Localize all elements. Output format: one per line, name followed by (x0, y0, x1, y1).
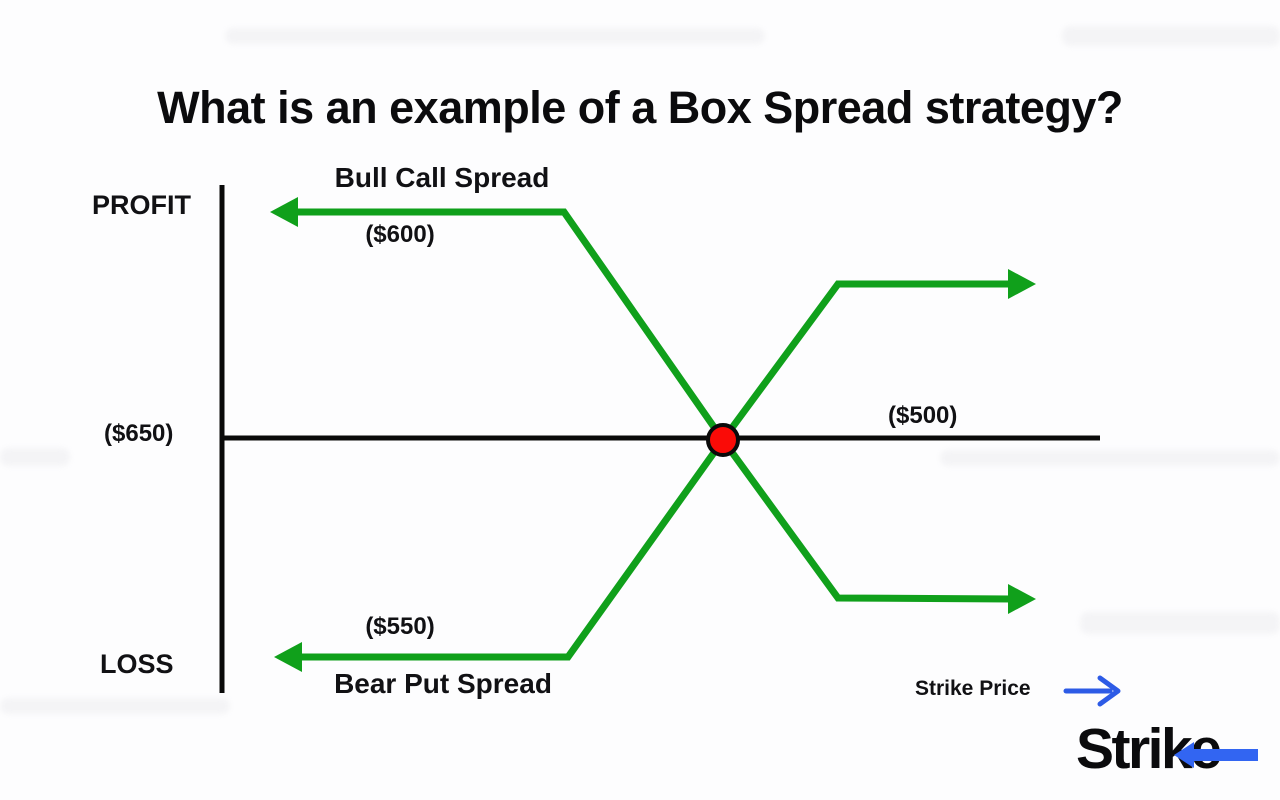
strike-logo-arrowhead (1174, 742, 1194, 768)
y-axis-value-label: ($650) (104, 420, 174, 447)
background-shadow (0, 698, 230, 714)
loss-axis-label: LOSS (100, 649, 174, 679)
bull-call-right-arrowhead-icon (1008, 584, 1036, 614)
strike-logo-arrowbar (1192, 749, 1258, 761)
bull-call-spread-label: Bull Call Spread (334, 162, 550, 193)
background-shadow (940, 450, 1280, 466)
strike-price-arrowhead-icon (1097, 675, 1121, 707)
bear-put-left-arrowhead-icon (274, 642, 302, 672)
bull-call-value-label: ($600) (365, 221, 435, 248)
background-shadow (0, 448, 70, 466)
x-axis-value-label: ($500) (888, 402, 958, 429)
background-shadow (1080, 612, 1280, 634)
bear-put-right-arrowhead-icon (1008, 269, 1036, 299)
background-shadow (1062, 26, 1280, 46)
page-title: What is an example of a Box Spread strat… (157, 82, 1123, 134)
strike-price-label: Strike Price (915, 677, 1031, 700)
bear-put-value-label: ($550) (365, 613, 435, 640)
strike-crossing-dot (706, 423, 740, 457)
profit-axis-label: PROFIT (92, 190, 191, 220)
strike-logo: Strike (1076, 716, 1266, 782)
bull-call-left-arrowhead-icon (270, 197, 298, 227)
background-shadow (225, 28, 765, 44)
bear-put-spread-label: Bear Put Spread (334, 668, 552, 699)
